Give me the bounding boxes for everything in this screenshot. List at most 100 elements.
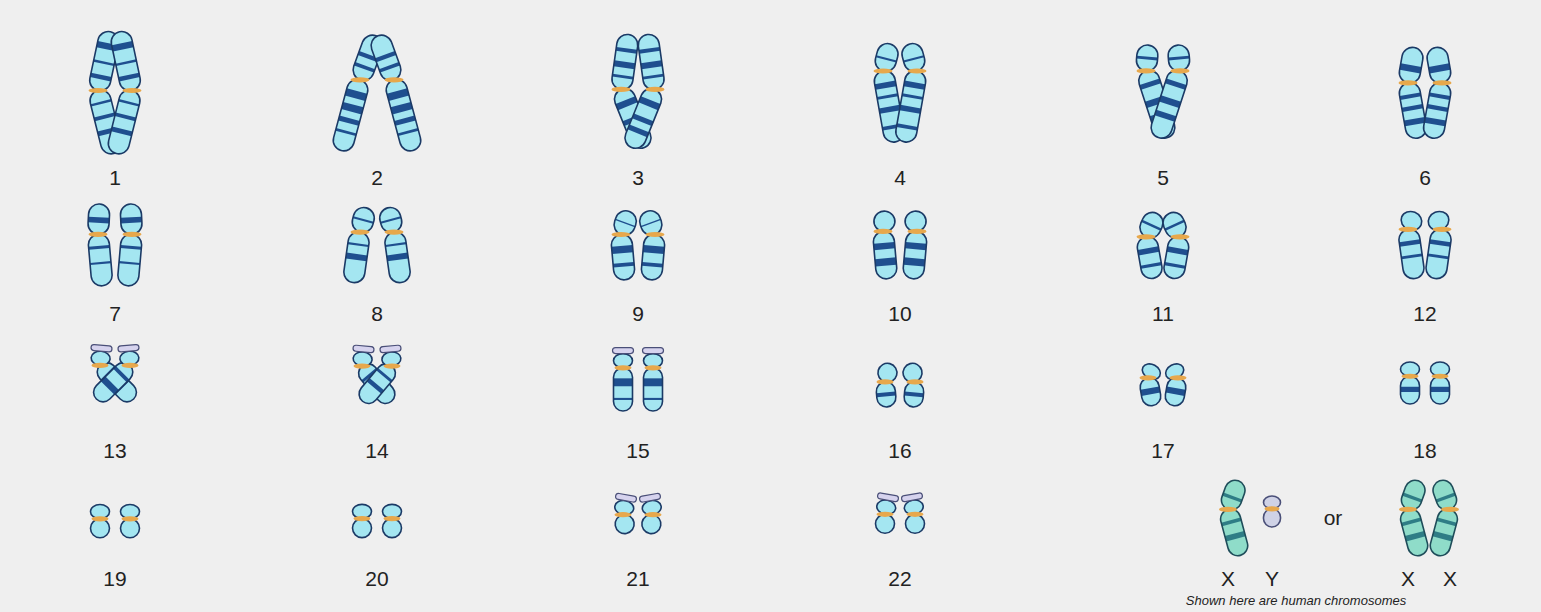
- centromere: [877, 379, 894, 384]
- chromosome-outline: [906, 514, 925, 533]
- chromosome-arm: [876, 361, 899, 384]
- chromosome-number: 2: [371, 167, 383, 188]
- chromosome-band: [112, 41, 134, 52]
- chromosome: [1425, 208, 1453, 280]
- chromosome-band: [1140, 387, 1160, 396]
- centromere: [123, 232, 142, 237]
- centromere: [908, 68, 927, 73]
- chromosome-outline: [876, 361, 899, 384]
- chromosome-band: [875, 81, 897, 90]
- chromosome-band: [345, 88, 367, 101]
- chromosome-band: [375, 51, 396, 62]
- chromosome-outline: [894, 69, 927, 144]
- chromosome: [901, 493, 924, 534]
- chromosome-band: [904, 257, 926, 266]
- chromosome-outline: [640, 513, 662, 535]
- satellite: [639, 493, 661, 503]
- chromosome-outline: [1164, 376, 1188, 407]
- chromosome-band: [113, 366, 129, 382]
- chromosome-arm: [1139, 376, 1163, 407]
- centromere: [351, 229, 370, 234]
- chromosome: [117, 203, 142, 286]
- centromere: [645, 512, 662, 517]
- chromosome-arm: [1398, 507, 1430, 558]
- chromosome-outline: [1167, 44, 1190, 72]
- chromosome-band: [905, 242, 926, 250]
- chromosome-band: [1222, 493, 1242, 503]
- chromosome-arm: [1398, 46, 1425, 85]
- chromosome-arm: [637, 208, 665, 238]
- chromosome-band: [387, 253, 409, 262]
- chromosome-band: [391, 102, 413, 115]
- centromere: [354, 364, 371, 369]
- chromosome-band: [91, 99, 112, 106]
- chromosome-outline: [622, 86, 665, 152]
- chromosome-outline: [1160, 209, 1190, 241]
- chromosome: [873, 210, 898, 280]
- chromosome: [611, 208, 640, 281]
- chromosome-arm: [901, 361, 924, 384]
- centromere: [354, 516, 371, 521]
- chromosome-band: [644, 398, 663, 400]
- chromosome-arm: [614, 513, 636, 535]
- chromosome-band: [628, 124, 649, 137]
- chromosome-arm: [1167, 44, 1190, 72]
- chromosome-band: [336, 128, 357, 136]
- chromosome-arm: [377, 205, 404, 235]
- chromosome-arm: [622, 86, 665, 152]
- centromere: [1137, 68, 1156, 73]
- chromosome-band: [1165, 220, 1185, 231]
- chromosome-arm: [368, 32, 404, 83]
- chromosome: [121, 505, 140, 538]
- chromosome-number: 5: [1157, 167, 1169, 188]
- chromosome-band: [1141, 220, 1161, 231]
- chromosome: [343, 205, 377, 284]
- chromosome-arm: [1264, 509, 1281, 527]
- chromosome-arm: [1431, 376, 1450, 404]
- chromosome-band: [641, 60, 663, 69]
- chromosome-band: [118, 73, 139, 82]
- chromosome-outline: [611, 208, 639, 238]
- chromosome-band: [896, 123, 917, 130]
- chromosome-band: [354, 62, 375, 73]
- centromere: [1140, 375, 1157, 380]
- chromosome-band: [641, 219, 661, 228]
- chromosome-outline: [109, 30, 142, 93]
- chromosome-band: [1401, 253, 1422, 259]
- chromosome-band: [1429, 239, 1450, 246]
- chromosome-number: 17: [1151, 440, 1174, 461]
- chromosome: [894, 41, 927, 143]
- chromosome-arm: [902, 230, 927, 279]
- chromosome: [613, 348, 634, 411]
- chromosome-band: [1137, 56, 1158, 61]
- satellite: [353, 345, 374, 353]
- chromosome-band: [89, 245, 110, 250]
- satellite: [901, 493, 923, 503]
- chromosome-outline: [1398, 208, 1424, 233]
- satellite: [118, 344, 139, 352]
- chromosome-outline: [384, 77, 423, 153]
- chromosome-band: [116, 59, 137, 66]
- chromosome-band: [1424, 117, 1446, 126]
- chromosome: [1139, 361, 1163, 407]
- centromere: [123, 88, 142, 93]
- centromere: [1137, 234, 1156, 239]
- chromosome-outline: [1398, 507, 1430, 558]
- centromere: [1402, 374, 1419, 379]
- chromosome: [876, 361, 900, 408]
- chromosome-arm: [873, 230, 898, 279]
- chromosome-arm: [120, 203, 143, 234]
- chromosome-outline: [1148, 68, 1190, 141]
- centromere: [385, 229, 404, 234]
- satellite: [613, 348, 634, 354]
- chromosome-number: 19: [103, 568, 126, 589]
- chromosome-outline: [1430, 477, 1459, 512]
- chromosome-band: [93, 59, 114, 66]
- chromosome-outline: [873, 41, 901, 73]
- chromosome-band: [1399, 239, 1420, 246]
- chromosome-arm: [121, 519, 140, 538]
- chromosome-outline: [876, 381, 897, 408]
- chromosome: [1148, 44, 1190, 141]
- sex-chromosome-label: X: [1221, 568, 1235, 589]
